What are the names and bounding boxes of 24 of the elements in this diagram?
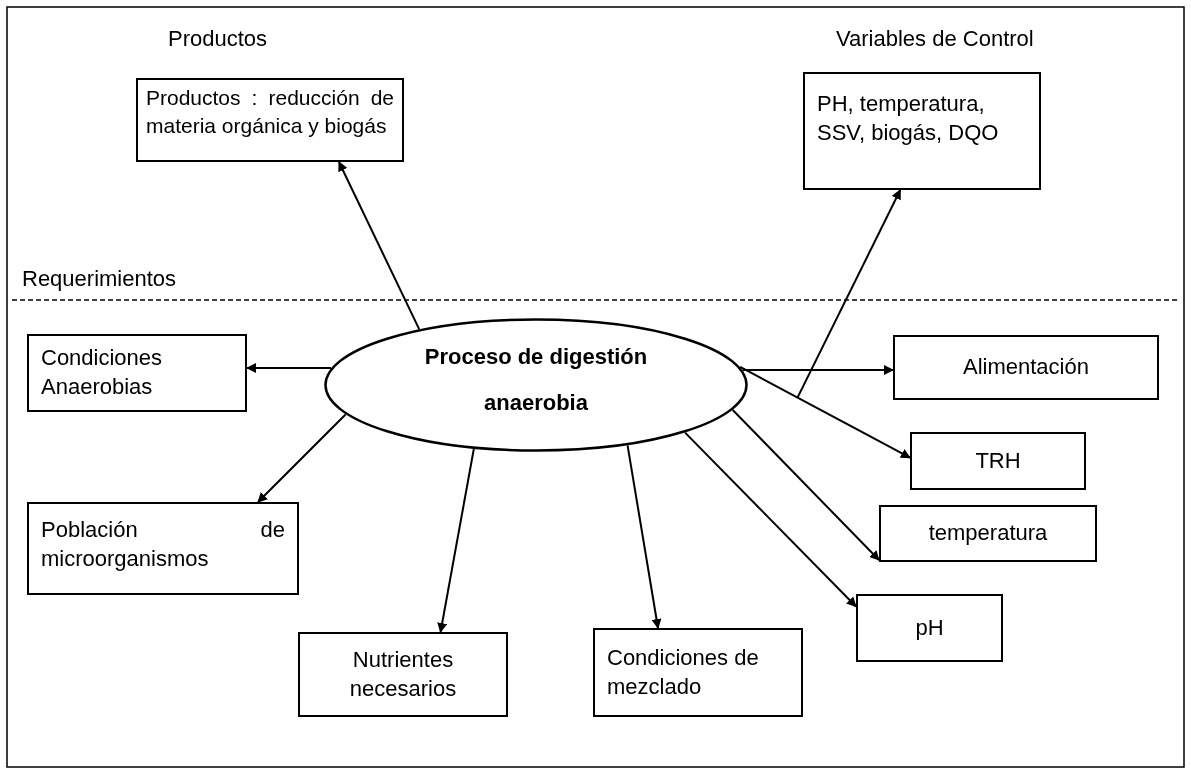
section-label: Productos [168, 25, 268, 53]
arrow [337, 161, 421, 331]
requirement-box: PH, temperatura, SSV, biogás, DQO [803, 72, 1041, 190]
requirement-box: Productos : reducción de materia orgánica y biogás [136, 78, 404, 162]
requirement-box: Población de microorganismos [27, 502, 299, 595]
arrow [739, 365, 911, 459]
requirement-box: Alimentación [893, 335, 1159, 400]
arrow [437, 448, 475, 633]
section-label: Variables de Control [836, 25, 1034, 53]
section-label: Requerimientos [22, 265, 177, 293]
requirement-box: Condiciones Anaerobias [27, 334, 247, 412]
requirement-box: temperatura [879, 505, 1097, 562]
process-ellipse: Proceso de digestión anaerobia [324, 318, 748, 452]
requirement-box: Condiciones de mezclado [593, 628, 803, 717]
requirement-box: pH [856, 594, 1003, 662]
arrow [684, 431, 857, 608]
requirement-box: TRH [910, 432, 1086, 490]
arrow [731, 408, 880, 561]
arrow [796, 189, 902, 399]
arrow [741, 365, 894, 375]
arrow [257, 413, 347, 503]
arrow [626, 444, 662, 629]
requirement-box: Nutrientes necesarios [298, 632, 508, 717]
arrow [246, 363, 332, 373]
